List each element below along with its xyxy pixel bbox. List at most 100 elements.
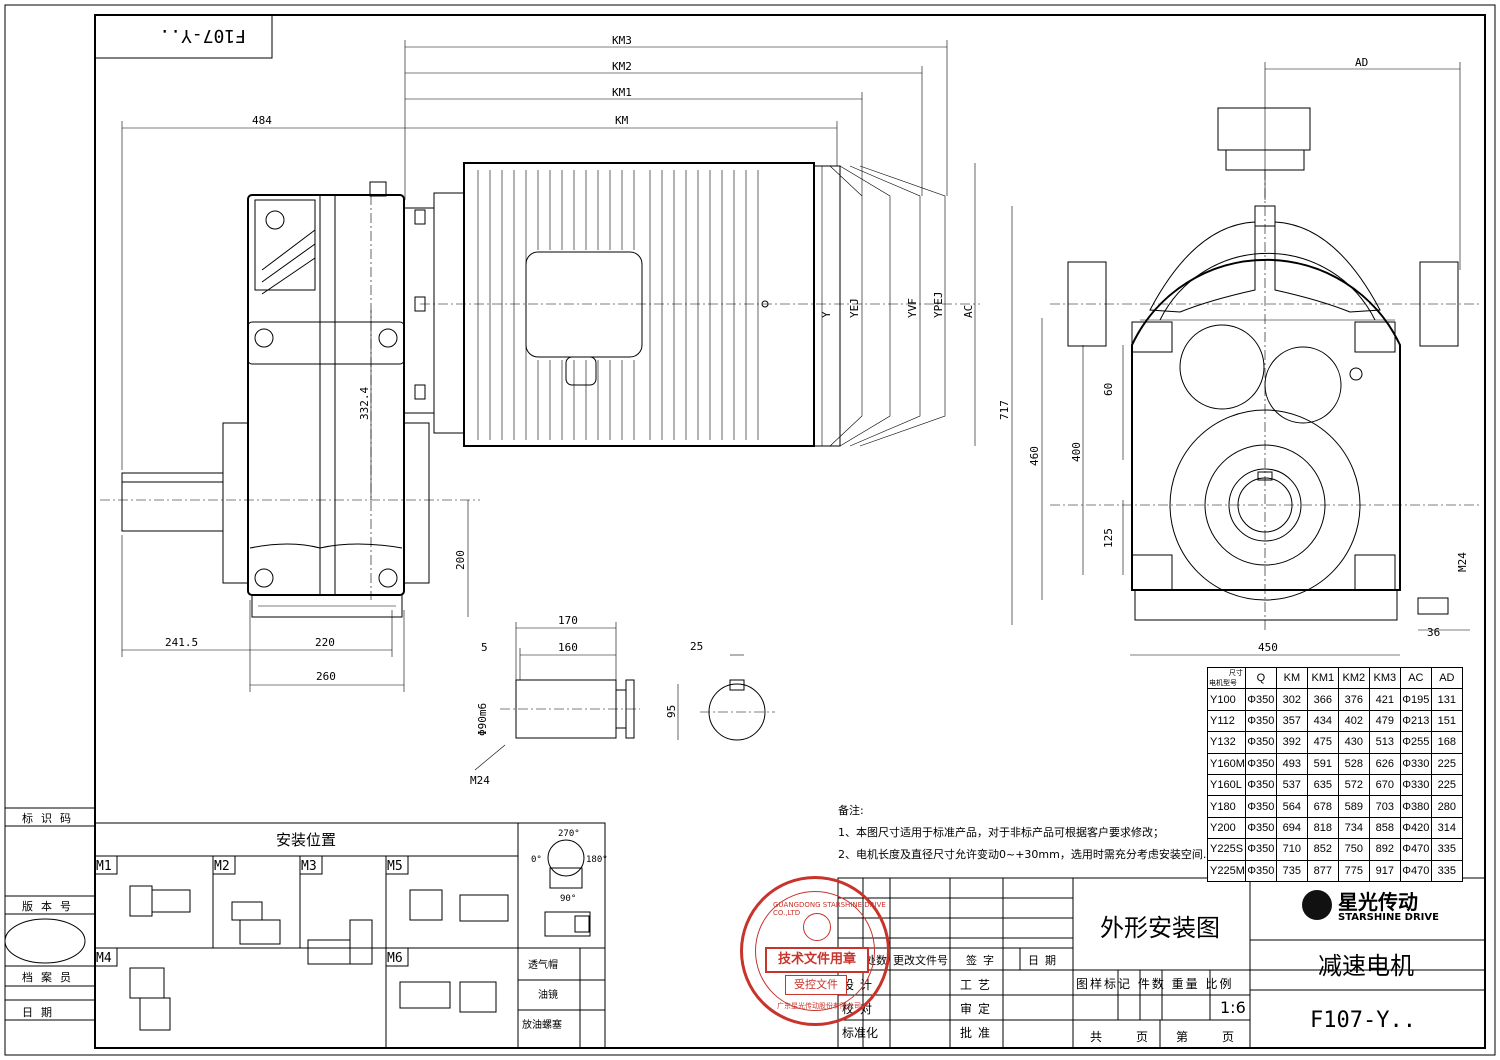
cell: 225 [1430,752,1463,775]
label-archivist: 档案员 [22,971,79,984]
cell: 678 [1306,795,1339,818]
cell: Φ350 [1244,709,1277,733]
shaft-detail [474,622,775,771]
dim-460: 460 [1028,446,1041,466]
title-block [837,877,1486,1049]
cell: 852 [1306,838,1339,861]
cell: Φ470 [1399,859,1432,882]
cell: 734 [1337,816,1370,840]
cell: Φ350 [1244,795,1277,818]
cell: Φ213 [1399,709,1432,733]
dim-2415: 241.5 [165,636,198,649]
cell: Φ350 [1244,773,1277,797]
cell: 430 [1337,731,1370,754]
cell: 168 [1430,731,1463,754]
cell: 917 [1368,859,1401,882]
row-model: Y100 [1207,688,1246,711]
version-oval [4,918,86,964]
cell: 858 [1368,816,1401,840]
dimension-lines [121,40,1470,692]
spec-corner: 尺寸电机型号 [1207,666,1246,690]
angle-0: 0° [531,855,542,865]
cell: Φ470 [1399,838,1432,861]
cell: 589 [1337,795,1370,818]
dim-484: 484 [252,114,272,127]
dim-m24-right: M24 [1456,552,1469,572]
dim-717: 717 [998,400,1011,420]
cell: 892 [1368,838,1401,861]
stamp-arc-bottom: 广东星光传动股份有限公司 [777,1002,861,1010]
cell: 335 [1430,838,1463,861]
cell: 513 [1368,731,1401,754]
cell: 131 [1430,688,1463,711]
cell: 151 [1430,709,1463,733]
row-model: Y225M [1207,859,1246,882]
stamp-main: 技术文件用章 [765,947,869,973]
cell: 376 [1337,688,1370,711]
angle-270: 270° [558,829,580,839]
tb-sheet: 页 [1136,1030,1149,1044]
tb-change-doc: 更改文件号 [893,954,948,967]
dim-m24-left: M24 [470,774,490,787]
cell: Φ195 [1399,688,1432,711]
dim-km1: KM1 [612,86,632,99]
tb-review: 审定 [960,1002,997,1016]
drawing-code: F107-Y.. [1310,1008,1416,1033]
label-date: 日期 [22,1006,60,1019]
tb-standard: 标准化 [842,1026,879,1040]
header-km3: KM3 [1368,666,1401,690]
tb-scale: 1:6 [1220,998,1246,1017]
stamp-logo-icon [803,913,831,941]
cell: 493 [1275,752,1308,775]
cell: 421 [1368,688,1401,711]
dim-160: 160 [558,641,578,654]
cell: Φ255 [1399,731,1432,754]
row-model: Y225S [1207,838,1246,861]
cell: Φ380 [1399,795,1432,818]
header-ac: AC [1399,666,1432,690]
dim-3324: 332.4 [358,387,371,420]
cell: 703 [1368,795,1401,818]
dim-95: 95 [665,705,678,718]
notes-line1: 1、本图尺寸适用于标准产品，对于非标产品可根据客户要求修改； [838,826,1164,839]
dim-60: 60 [1102,383,1115,396]
dim-25: 25 [690,640,703,653]
notes-line2: 2、电机长度及直径尺寸允许变动0~+30mm，选用时需充分考虑安装空间. [838,848,1207,861]
brand-en: STARSHINE DRIVE [1338,912,1439,923]
tb-sheet-no: 第 [1176,1030,1189,1044]
cell: Φ350 [1244,859,1277,882]
side-view [1050,107,1480,630]
row-model: Y112 [1207,709,1246,733]
row-model: Y160L [1207,773,1246,797]
cell: Φ350 [1244,816,1277,840]
control-stamp: GUANGDONG STARSHINE DRIVE CO.,LTD 技术文件用章… [740,876,890,1026]
cell: 366 [1306,688,1339,711]
header-ad: AD [1430,666,1463,690]
stamp-arc-top: GUANGDONG STARSHINE DRIVE CO.,LTD [773,901,886,917]
cell: Φ330 [1399,752,1432,775]
cell: 750 [1337,838,1370,861]
drawing-frame [94,14,1486,1049]
cell: 572 [1337,773,1370,797]
code-top: F107-Y.. [159,25,246,46]
cell: 818 [1306,816,1339,840]
row-model: Y160M [1207,752,1246,775]
mount-m4: M4 [96,951,112,966]
cell: Φ350 [1244,731,1277,754]
dim-170: 170 [558,614,578,627]
notes-title: 备注: [838,804,864,817]
angle-180: 180° [586,855,608,865]
dim-400: 400 [1070,442,1083,462]
dim-ad: AD [1355,56,1368,69]
cell: 434 [1306,709,1339,733]
dim-200: 200 [454,550,467,570]
dim-ypej: YPEJ [932,292,945,319]
dim-36: 36 [1427,626,1440,639]
row-model: Y180 [1207,795,1246,818]
dim-220: 220 [315,636,335,649]
